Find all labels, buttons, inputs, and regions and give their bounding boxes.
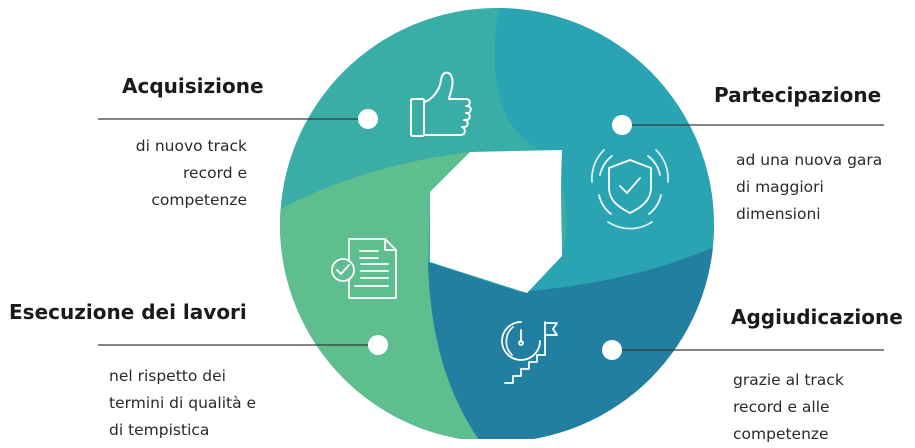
stage-title-esecuzione: Esecuzione dei lavori <box>9 300 247 324</box>
stage-desc-line: dimensioni <box>736 205 821 223</box>
connector-dot-esecuzione <box>368 335 388 355</box>
stage-desc-line: ad una nuova gara <box>736 151 883 169</box>
stage-desc-line: di maggiori <box>736 178 824 196</box>
stage-desc-esecuzione: nel rispetto dei termini di qualità e di… <box>109 363 256 444</box>
connector-dot-acquisizione <box>358 109 378 129</box>
stage-desc-line: competenze <box>151 191 247 209</box>
cycle-diagram <box>98 8 884 439</box>
stage-desc-aggiudicazione: grazie al track record e alle competenze <box>733 367 844 448</box>
thumbs-up-icon <box>410 71 472 137</box>
connector-dot-partecipazione <box>612 115 632 135</box>
stage-title-aggiudicazione: Aggiudicazione <box>731 305 903 329</box>
stage-desc-acquisizione: di nuovo track record e competenze <box>136 133 247 214</box>
stage-desc-line: grazie al track <box>733 371 844 389</box>
stage-desc-line: di tempistica <box>109 421 210 439</box>
stage-desc-line: competenze <box>733 425 829 443</box>
stage-title-acquisizione: Acquisizione <box>122 74 264 98</box>
connector-dot-aggiudicazione <box>602 340 622 360</box>
stage-desc-line: termini di qualità e <box>109 394 257 412</box>
shield-check-icon <box>591 149 669 230</box>
stage-desc-partecipazione: ad una nuova gara di maggiori dimensioni <box>736 147 882 228</box>
document-check-icon <box>331 238 397 299</box>
stage-desc-line: record e alle <box>733 398 830 416</box>
stage-title-partecipazione: Partecipazione <box>714 83 882 107</box>
stage-desc-line: nel rispetto dei <box>109 367 226 385</box>
clock-stairs-flag-icon <box>501 321 558 384</box>
center-hole <box>430 150 562 293</box>
stage-desc-line: di nuovo track <box>135 137 247 155</box>
stage-desc-line: record e <box>183 164 247 182</box>
